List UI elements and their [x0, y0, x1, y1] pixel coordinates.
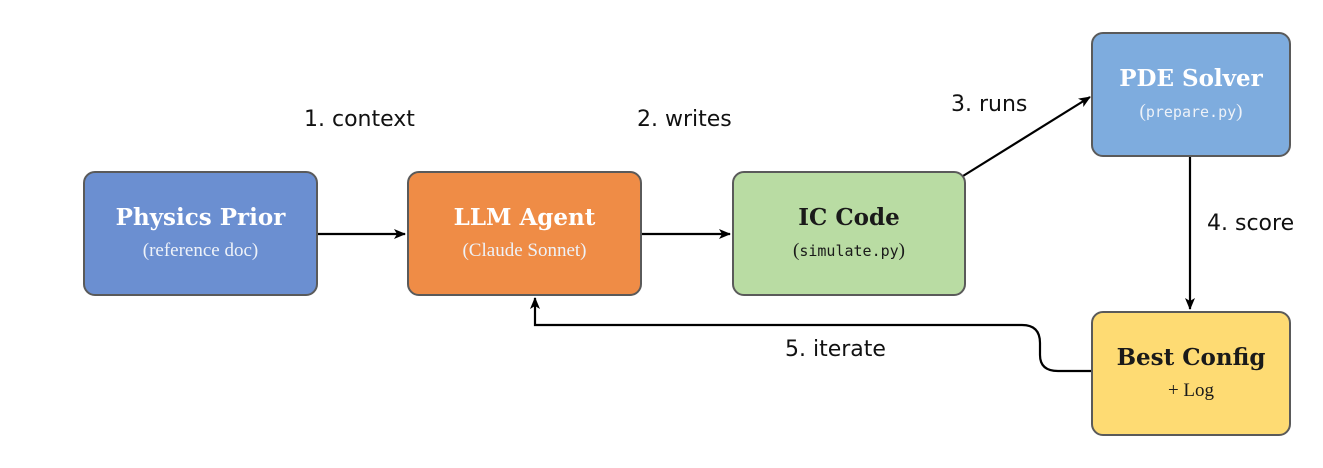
ic-code-filename: simulate.py — [799, 241, 899, 260]
best-config-node[interactable]: Best Config + Log — [1091, 311, 1291, 436]
arrow-runs — [962, 96, 1091, 177]
llm-agent-node[interactable]: LLM Agent (Claude Sonnet) — [407, 171, 642, 296]
pde-solver-node[interactable]: PDE Solver (prepare.py) — [1091, 32, 1291, 157]
ic-code-paren-close: ) — [898, 239, 905, 261]
physics-prior-subtitle: (reference doc) — [142, 239, 259, 261]
llm-agent-subtitle: (Claude Sonnet) — [462, 239, 587, 261]
ic-code-node[interactable]: IC Code (simulate.py) — [732, 171, 966, 296]
edge-label-iterate: 5. iterate — [785, 337, 886, 362]
edge-label-score: 4. score — [1207, 211, 1295, 236]
pde-solver-paren-close: ) — [1236, 100, 1243, 122]
pde-solver-paren-open: ( — [1139, 100, 1146, 122]
arrow-iterate — [530, 297, 1091, 373]
ic-code-title: IC Code — [798, 204, 900, 232]
llm-agent-title: LLM Agent — [453, 204, 596, 232]
edge-label-runs: 3. runs — [951, 92, 1028, 117]
best-config-subtitle: + Log — [1167, 379, 1215, 401]
physics-prior-title: Physics Prior — [115, 204, 286, 232]
best-config-title: Best Config — [1116, 344, 1266, 372]
ic-code-paren-open: ( — [793, 239, 800, 261]
physics-prior-node[interactable]: Physics Prior (reference doc) — [83, 171, 318, 296]
pde-solver-title: PDE Solver — [1119, 65, 1263, 93]
pde-solver-subtitle: (prepare.py) — [1140, 101, 1243, 123]
edge-label-writes: 2. writes — [637, 107, 732, 132]
ic-code-subtitle: (simulate.py) — [793, 240, 905, 262]
pde-solver-filename: prepare.py — [1145, 102, 1237, 121]
edge-label-context: 1. context — [304, 107, 415, 132]
